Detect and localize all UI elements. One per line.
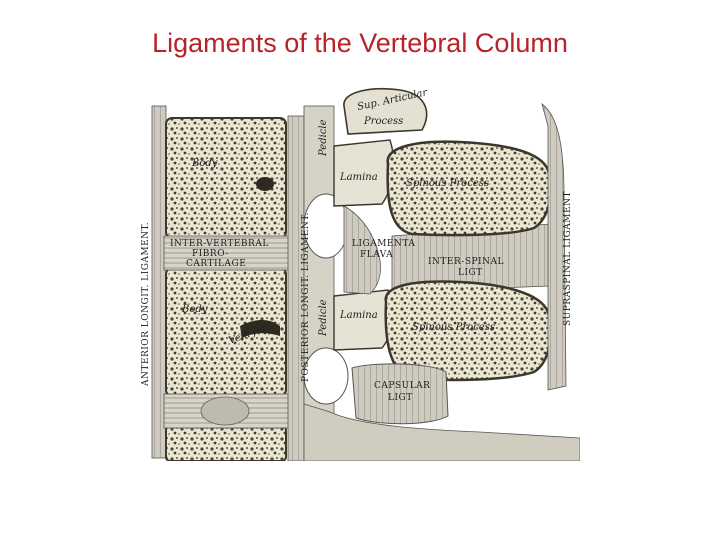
- label-pedicle-lower: Pedicle: [318, 299, 329, 337]
- capsular-ligament: [351, 363, 449, 425]
- label-posterior-longit: POSTERIOR LONGIT. LIGAMENT.: [301, 212, 311, 382]
- label-pedicle-upper: Pedicle: [318, 119, 329, 157]
- label-intervertebral-2: FIBRO-: [192, 249, 229, 259]
- supraspinal-ligament: [541, 102, 567, 391]
- slide-title: Ligaments of the Vertebral Column: [152, 28, 568, 58]
- superior-articular-process: [343, 87, 428, 135]
- vertebral-ligaments-illustration: Sup. Articular Process Pedicle Pedicle L…: [141, 87, 580, 461]
- label-capsular-1: CAPSULAR: [374, 381, 430, 391]
- label-intervertebral-1: INTER-VERTEBRAL: [170, 239, 269, 249]
- label-intervertebral-3: CARTILAGE: [186, 259, 246, 269]
- label-body-upper: Body: [191, 158, 218, 169]
- label-process: Process: [363, 116, 403, 127]
- label-ligamenta-2: FLAVA: [360, 250, 393, 260]
- label-supraspinal: SUPRASPINAL LIGAMENT: [563, 191, 573, 326]
- label-spinous-upper: Spinous Process: [406, 178, 489, 189]
- label-interspinal-1: INTER-SPINAL: [428, 257, 504, 267]
- label-body-lower: Body: [181, 304, 208, 315]
- label-lamina-lower: Lamina: [339, 310, 378, 321]
- label-ligamenta-1: LIGAMENTA: [352, 239, 415, 249]
- vertebral-body-bottom: [165, 425, 287, 461]
- label-spinous-lower: Spinous Process: [412, 322, 495, 333]
- ligamenta-flava: [343, 205, 381, 295]
- label-anterior-longit: ANTERIOR LONGIT. LIGAMENT.: [141, 222, 151, 387]
- label-interspinal-2: LIGT: [458, 268, 483, 278]
- intervertebral-foramen-lower: [303, 347, 349, 405]
- label-lamina-upper: Lamina: [339, 172, 378, 183]
- label-capsular-2: LIGT: [388, 393, 413, 403]
